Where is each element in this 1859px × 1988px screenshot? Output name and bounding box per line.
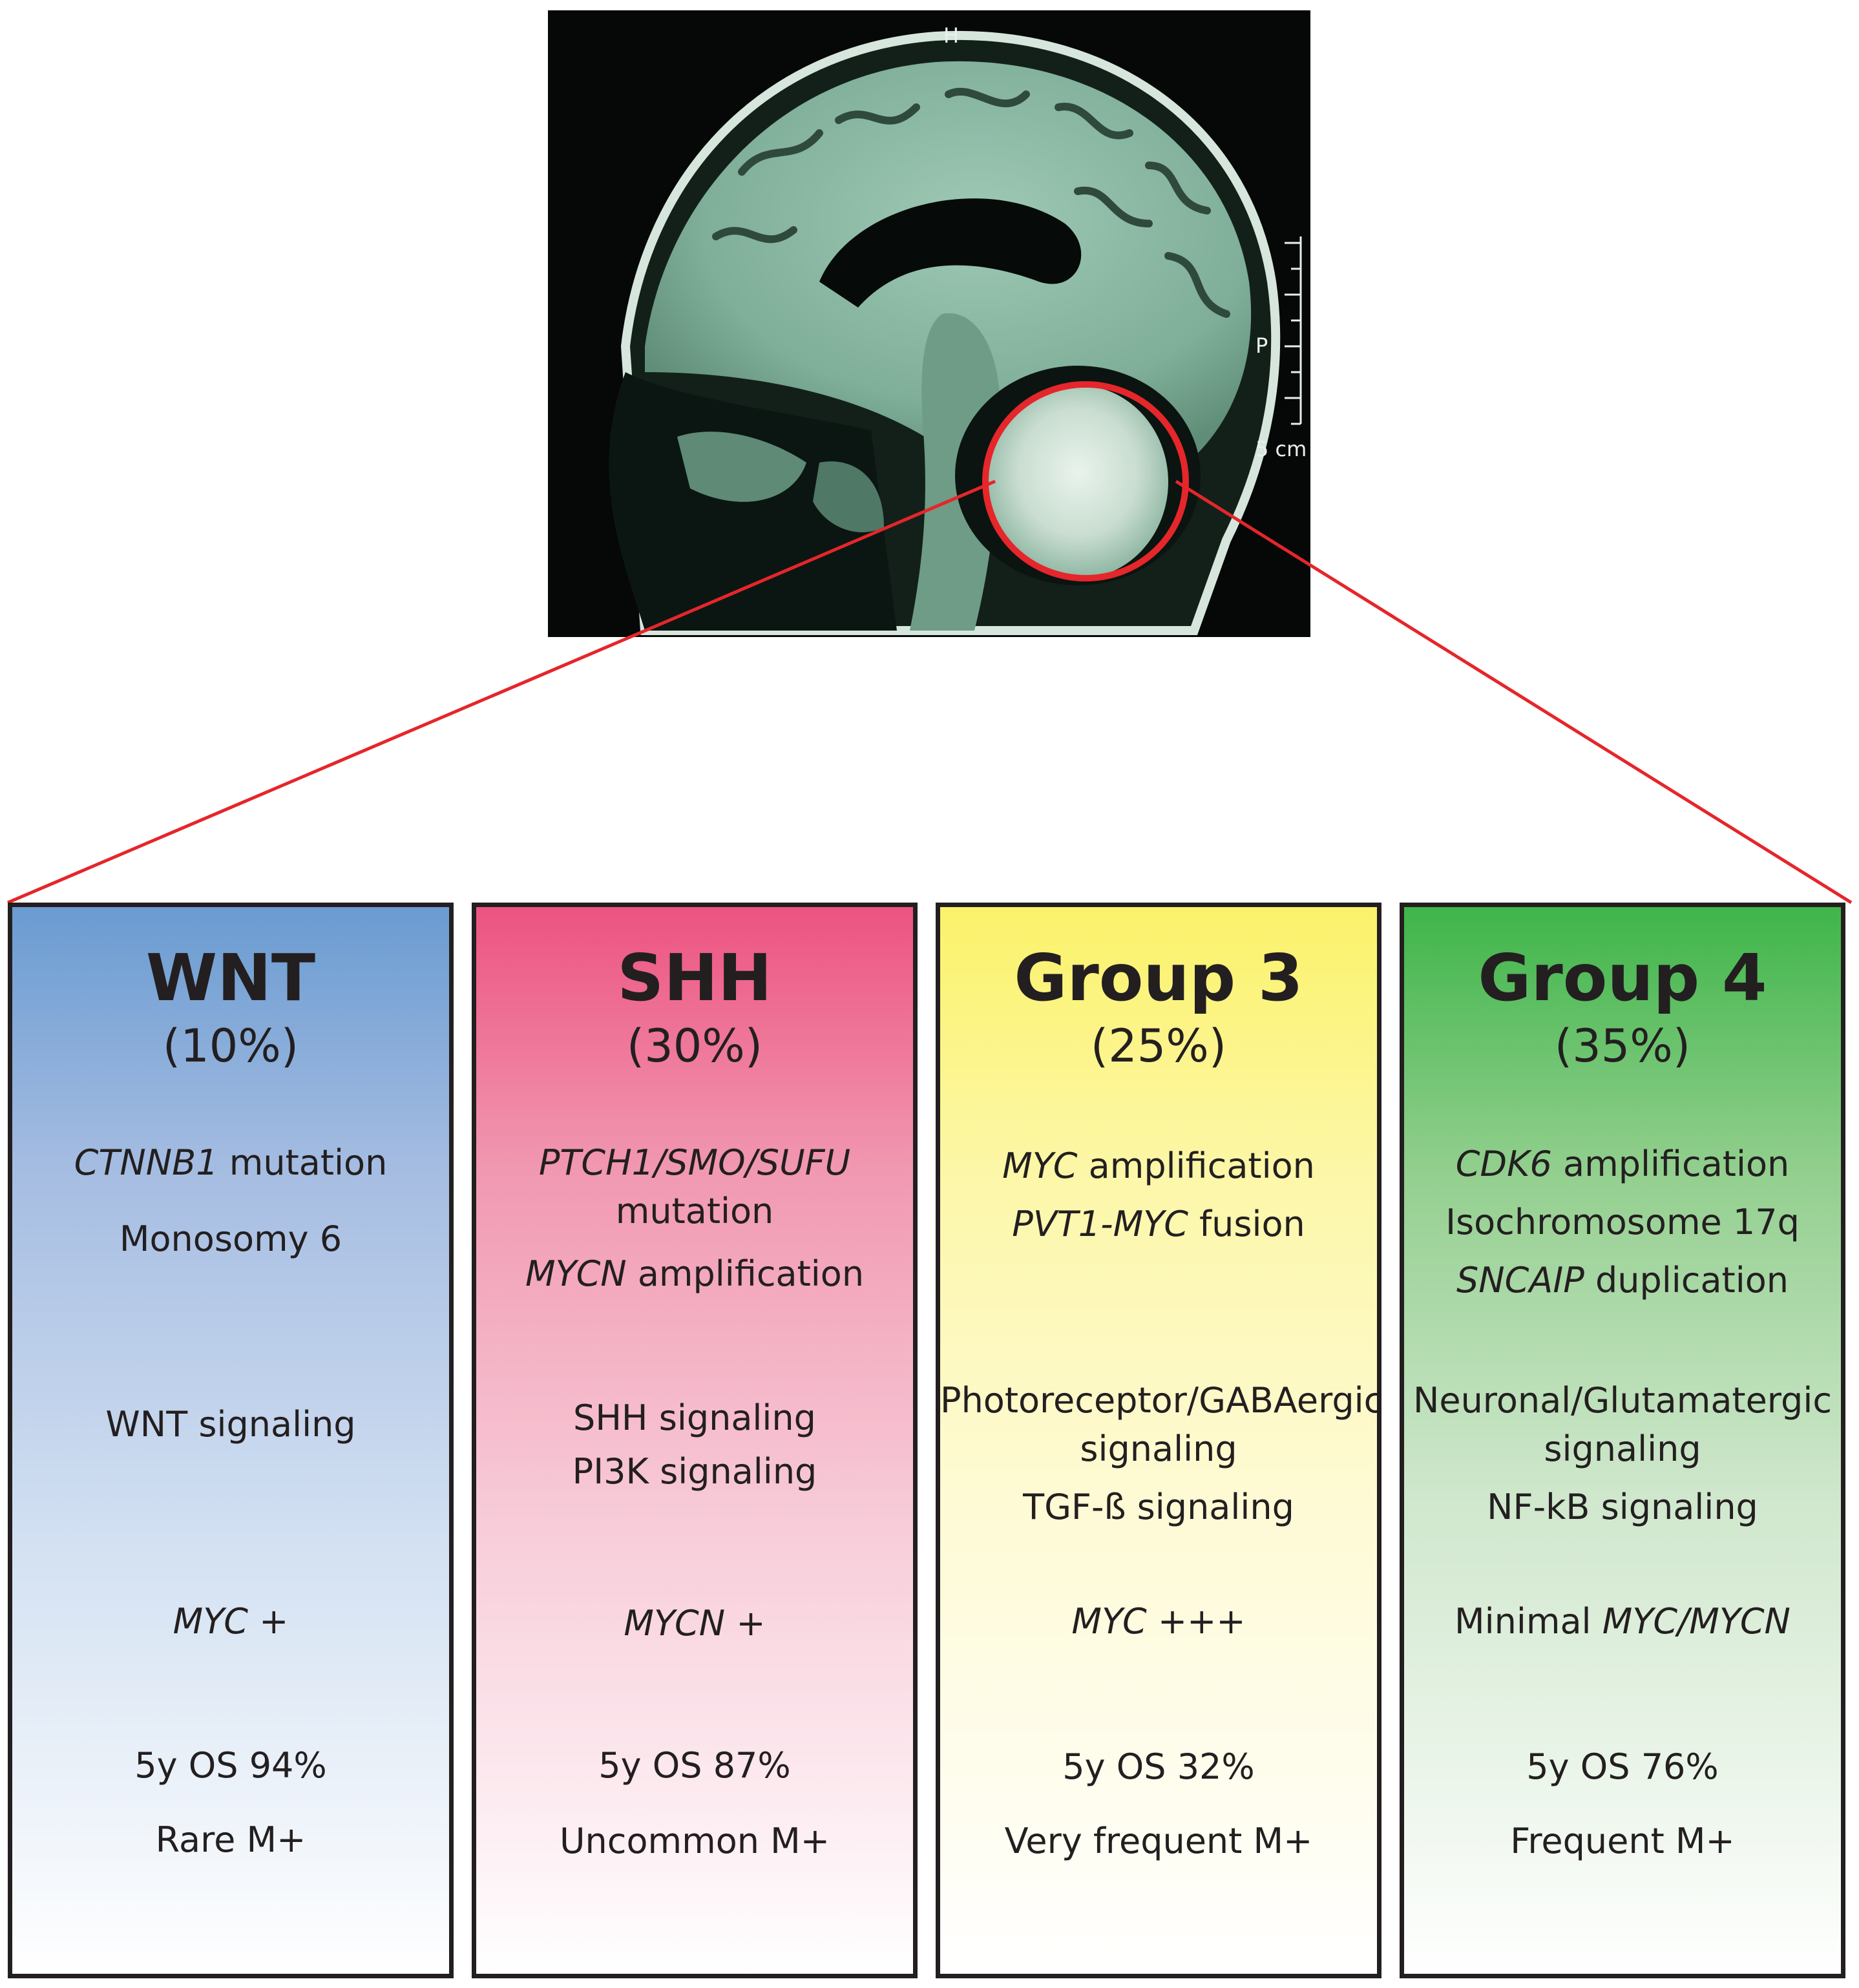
scale-label: 5 cm <box>1255 437 1307 461</box>
signaling-line: PI3K signaling <box>572 1451 817 1492</box>
signaling-line: signaling <box>1080 1428 1237 1469</box>
signaling-line: signaling <box>1544 1428 1701 1469</box>
group-title: WNT <box>145 940 316 1016</box>
survival-rate: 5y OS 94% <box>134 1745 327 1786</box>
signaling-line: TGF-ß signaling <box>1023 1487 1294 1527</box>
genetics-line: PTCH1/SMO/SUFU <box>538 1142 851 1183</box>
survival-rate: 5y OS 76% <box>1526 1746 1719 1787</box>
signaling-line: SHH signaling <box>573 1397 816 1438</box>
genetics-line: CTNNB1 mutation <box>74 1142 388 1183</box>
gyri <box>712 87 1230 318</box>
genetics-line: MYCN amplification <box>525 1253 865 1294</box>
panel-shh: SHH (30%) PTCH1/SMO/SUFU mutation MYCN a… <box>472 903 918 1978</box>
connector-left <box>7 479 996 905</box>
genetics-line: Isochromosome 17q <box>1445 1202 1800 1242</box>
group-title: Group 3 <box>1014 940 1303 1016</box>
genetics-line: CDK6 amplification <box>1455 1144 1790 1184</box>
brain-scan-drawing <box>609 31 1302 635</box>
signaling-line: Photoreceptor/GABAergic <box>940 1380 1383 1421</box>
connector-right <box>1175 479 1853 905</box>
group-percent: (30%) <box>626 1020 763 1072</box>
metastasis-rate: Frequent M+ <box>1510 1821 1735 1861</box>
signaling-line: WNT signaling <box>105 1404 356 1445</box>
group-title: SHH <box>617 940 772 1016</box>
survival-rate: 5y OS 87% <box>598 1745 791 1786</box>
survival-rate: 5y OS 32% <box>1062 1746 1255 1787</box>
group-percent: (35%) <box>1554 1020 1691 1072</box>
metastasis-rate: Rare M+ <box>155 1819 306 1860</box>
panel-group-3: Group 3 (25%) MYC amplification PVT1-MYC… <box>936 903 1383 1978</box>
myc-status: MYC + <box>173 1601 289 1642</box>
marker-side-label: P <box>1255 333 1268 358</box>
genetics-line: MYC amplification <box>1002 1146 1315 1186</box>
tumor <box>987 385 1168 579</box>
myc-status: MYC +++ <box>1071 1601 1246 1642</box>
group-title: Group 4 <box>1478 940 1767 1016</box>
signaling-line: Neuronal/Glutamatergic <box>1413 1380 1833 1421</box>
panel-wnt: WNT (10%) CTNNB1 mutation Monosomy 6 WNT… <box>8 903 454 1978</box>
genetics-line: Monosomy 6 <box>119 1219 342 1259</box>
scale-bar <box>1285 236 1302 425</box>
myc-status: Minimal MYC/MYCN <box>1455 1601 1791 1642</box>
signaling-line: NF-kB signaling <box>1487 1487 1758 1527</box>
genetics-line: SNCAIP duplication <box>1456 1260 1789 1301</box>
ventricle <box>819 198 1082 308</box>
tumor-highlight-circle <box>982 381 1189 581</box>
group-percent: (10%) <box>162 1020 299 1072</box>
panel-group-4: Group 4 (35%) CDK6 amplification Isochro… <box>1400 903 1845 1978</box>
mri-sagittal-image: H P 5 cm <box>548 10 1310 637</box>
marker-top-label: H <box>943 23 960 48</box>
genetics-line: mutation <box>615 1191 774 1231</box>
group-percent: (25%) <box>1090 1020 1227 1072</box>
brainstem <box>910 313 1000 631</box>
metastasis-rate: Very frequent M+ <box>1004 1821 1313 1861</box>
genetics-line: PVT1-MYC fusion <box>1012 1204 1305 1244</box>
metastasis-rate: Uncommon M+ <box>560 1821 830 1861</box>
myc-status: MYCN + <box>624 1603 766 1644</box>
